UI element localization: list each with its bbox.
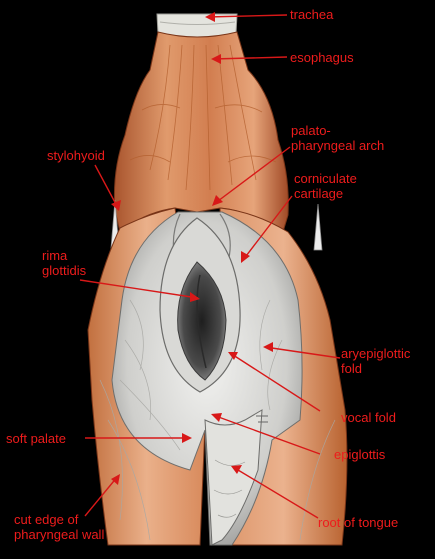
leader-stylohyoid [94,164,119,209]
label-trachea: trachea [290,7,334,22]
label-cut-edge: cut edge of pharyngeal wall [14,512,104,542]
leader-epiglottis [212,414,321,455]
leader-aryepiglottic [264,346,341,359]
leader-esophagus [212,56,288,60]
label-rima-glottidis: rima glottidis [42,248,86,278]
label-line: rima [42,248,68,263]
label-aryepiglottic-fold: aryepiglottic fold [341,346,410,376]
label-vocal-fold: vocal fold [341,410,396,425]
label-line: palato- [291,123,331,138]
leader-palatopharyngeal-arch [213,146,291,205]
label-line: cut edge of [14,512,79,527]
label-esophagus: esophagus [290,50,354,65]
label-root-of-tongue: root of tongue [318,515,399,530]
label-line: cartilage [294,186,344,201]
label-line: glottidis [42,263,87,278]
label-line: pharyngeal arch [291,138,385,153]
label-line: aryepiglottic [341,346,411,361]
label-line: corniculate [294,171,357,186]
leader-trachea [206,14,288,18]
label-palatopharyngeal-arch: palato- pharyngeal arch [291,123,384,153]
leader-corniculate [242,195,293,261]
label-corniculate-cartilage: corniculate cartilage [294,171,357,201]
label-line: fold [341,361,362,376]
label-line: pharyngeal wall [14,527,105,542]
label-stylohyoid: stylohyoid [47,148,105,163]
label-epiglottis: epiglottis [334,447,386,462]
leader-vocal-fold [229,352,321,412]
leader-root-tongue [232,466,319,519]
label-soft-palate: soft palate [6,431,66,446]
leader-rima [79,279,199,299]
leader-cut-edge [84,475,119,517]
